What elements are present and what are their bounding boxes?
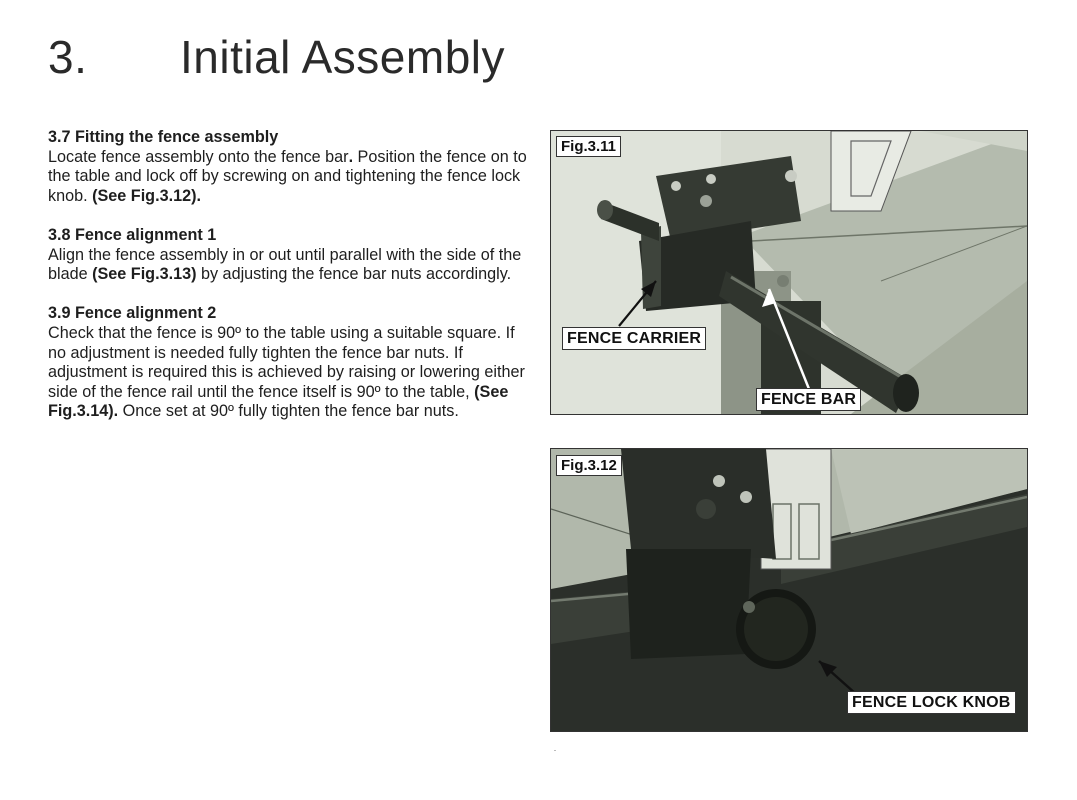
section-heading: 3.7 Fitting the fence assembly (48, 128, 279, 146)
fence-lock-knob-photo (551, 449, 1027, 731)
instructions-column: 3.7 Fitting the fence assembly Locate fe… (48, 128, 528, 442)
figure-label: Fig.3.11 (556, 136, 622, 157)
callout-fence-lock-knob: FENCE LOCK KNOB (847, 691, 1016, 714)
section-heading: 3.9 Fence alignment 2 (48, 304, 217, 323)
body-text: Locate fence assembly onto the fence bar (48, 147, 349, 166)
bold-text: (See Fig.3.13) (92, 265, 197, 284)
page-mark (554, 750, 556, 751)
body-text: Check that the fence is 90º to the table… (48, 323, 525, 401)
section-3-9: 3.9 Fence alignment 2 Check that the fen… (48, 304, 528, 422)
section-3-7: 3.7 Fitting the fence assembly Locate fe… (48, 128, 528, 206)
body-text: by adjusting the fence bar nuts accordin… (196, 265, 512, 284)
bold-text: (See Fig.3.12). (92, 186, 201, 205)
body-text: Once set at 90º fully tighten the fence … (118, 402, 459, 421)
figure-label: Fig.3.12 (556, 455, 622, 476)
bold-text: . (348, 147, 354, 166)
section-3-8: 3.8 Fence alignment 1 Align the fence as… (48, 226, 528, 285)
section-heading: 3.8 Fence alignment 1 (48, 225, 217, 244)
page-title: 3. Initial Assembly (48, 30, 505, 84)
section-body: Align the fence assembly in or out until… (48, 246, 528, 285)
figure-3-12: Fig.3.12 FENCE LOCK KNOB (550, 448, 1028, 732)
callout-fence-bar: FENCE BAR (756, 388, 862, 411)
section-body: Locate fence assembly onto the fence bar… (48, 148, 528, 207)
section-title: Initial Assembly (180, 31, 506, 83)
section-number: 3. (48, 31, 88, 83)
callout-fence-carrier: FENCE CARRIER (562, 327, 707, 350)
body-text: Align the fence assembly in or out until… (48, 245, 522, 284)
bold-text: (See Fig.3.14). (48, 382, 509, 421)
section-body: Check that the fence is 90º to the table… (48, 324, 528, 422)
figure-3-11: Fig.3.11 FENCE CARRIER FENCE BAR (550, 130, 1028, 415)
body-text: Position the fence on to the table and l… (48, 147, 527, 205)
fence-carrier-photo (551, 131, 1027, 414)
